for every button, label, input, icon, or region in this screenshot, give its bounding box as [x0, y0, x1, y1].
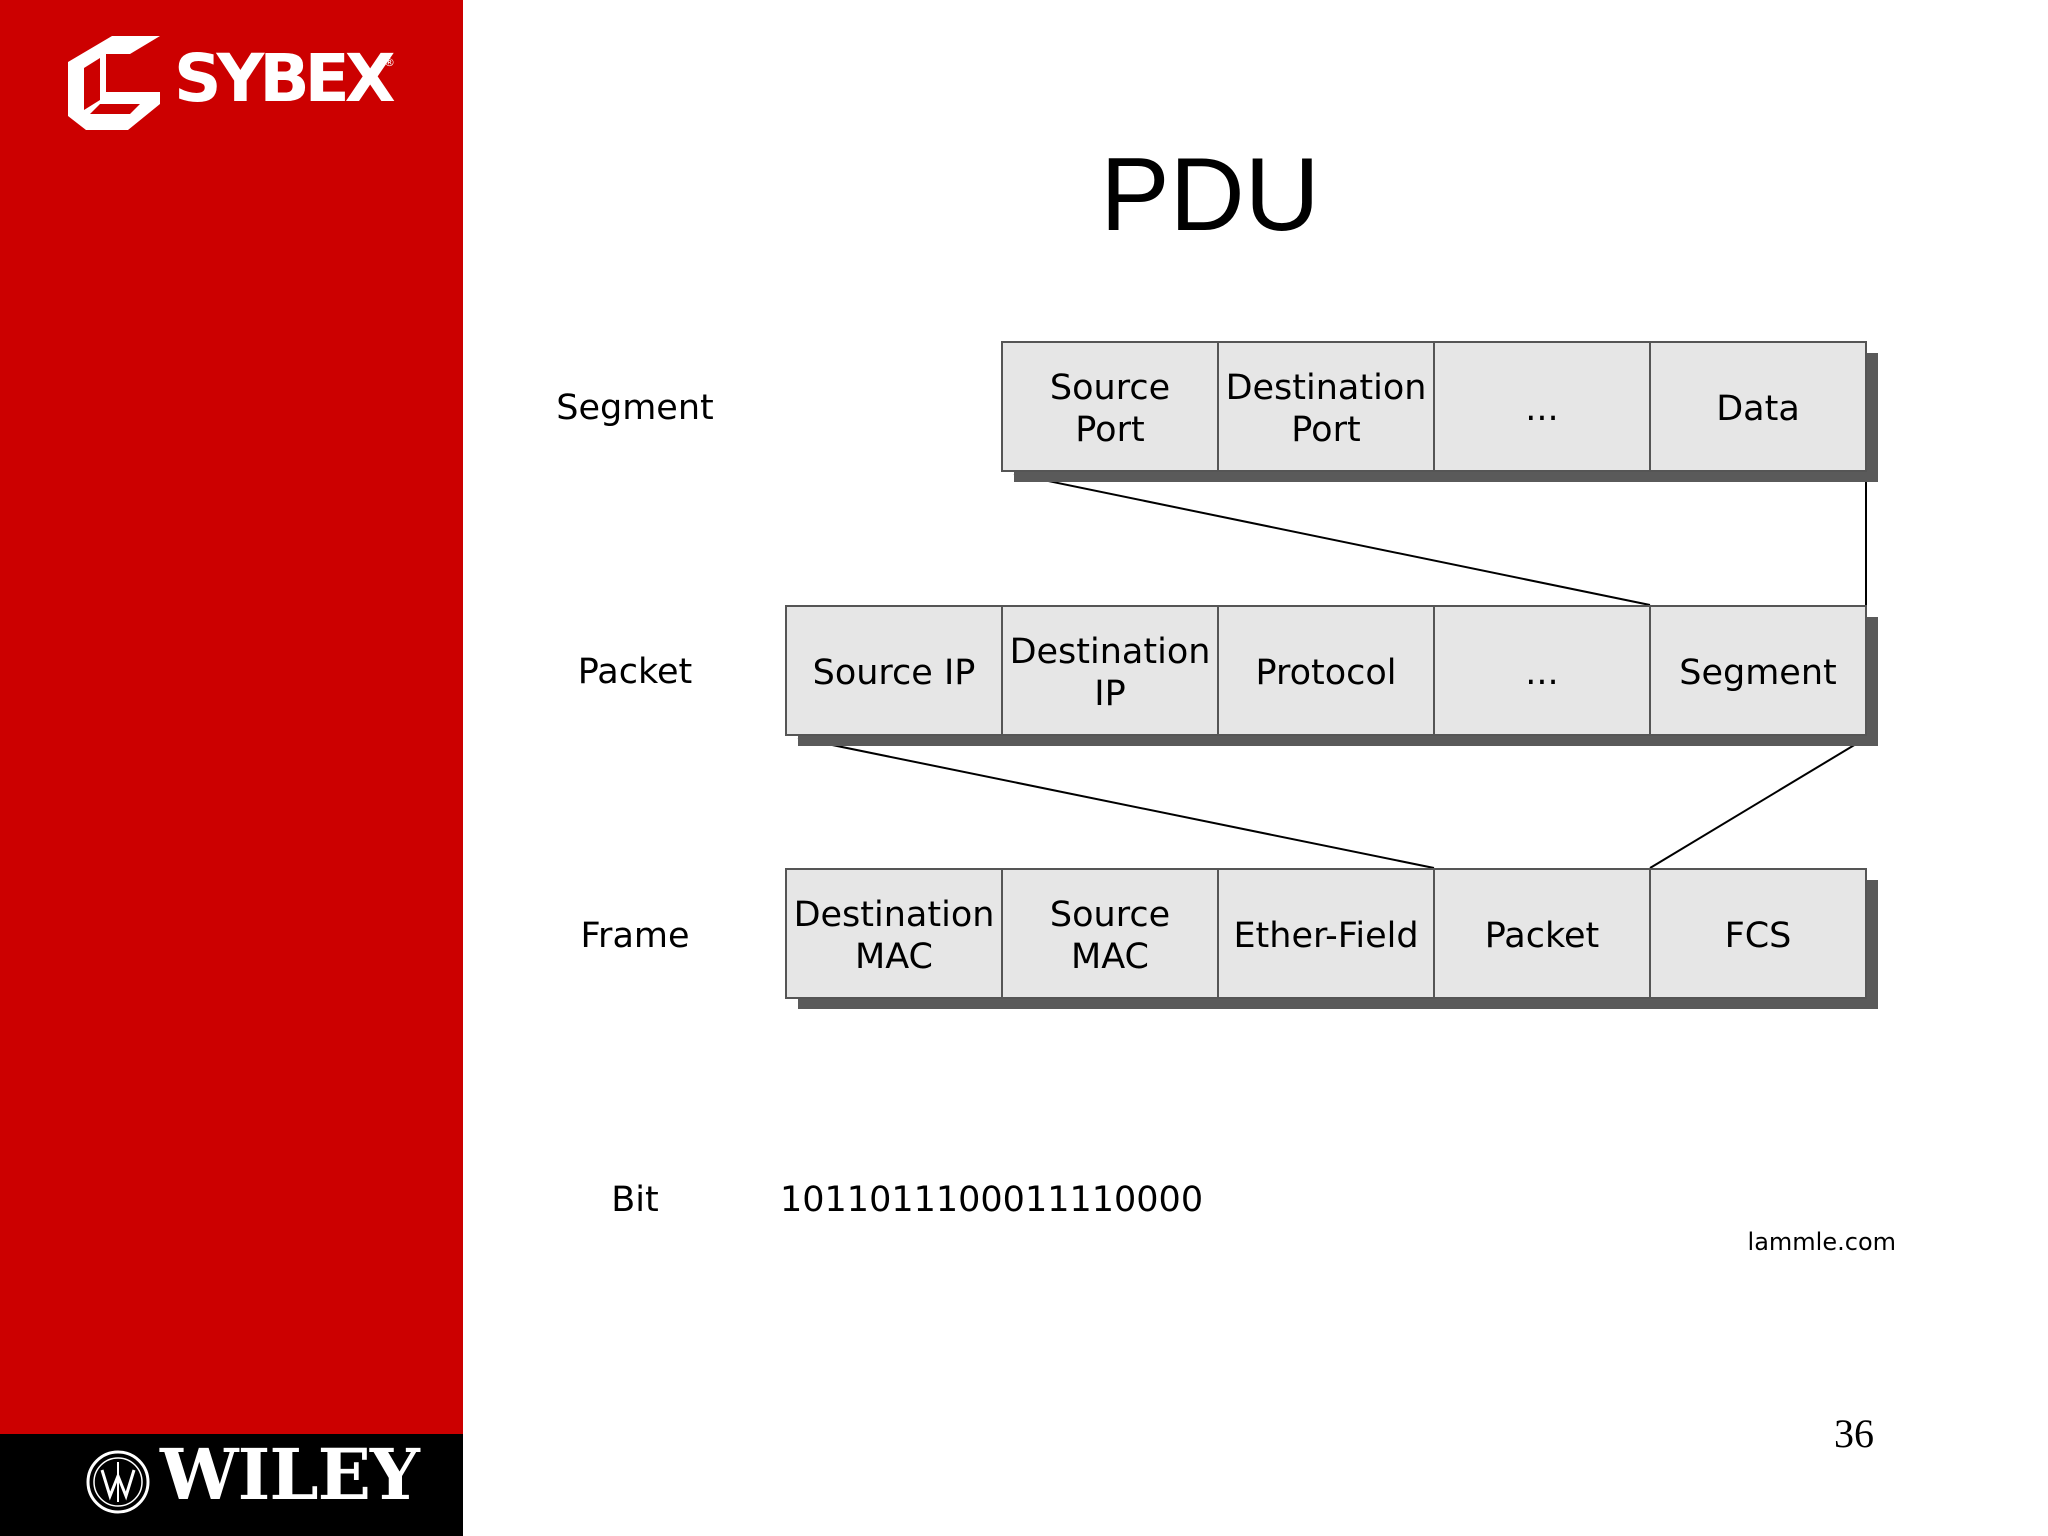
- packet-field-source-ip: Source IP: [785, 605, 1003, 736]
- bit-row: Bit 1011011100011110000: [611, 1180, 1203, 1220]
- field-label: ...: [1525, 653, 1558, 693]
- field-label-line: Port: [1291, 410, 1360, 450]
- packet-field-protocol: Protocol: [1217, 605, 1435, 736]
- source-credit: lammle.com: [1748, 1228, 1896, 1256]
- segment-field-ellipsis: ...: [1433, 341, 1651, 472]
- segment-to-packet-left-line: [1013, 473, 1651, 606]
- layer-label-segment: Segment: [556, 388, 714, 428]
- field-label: Protocol: [1255, 653, 1396, 693]
- field-label: FCS: [1725, 916, 1792, 956]
- field-label: Source IP: [813, 653, 976, 693]
- field-label-line: Source: [1050, 368, 1170, 408]
- sybex-wordmark: SYBEX: [174, 40, 396, 117]
- field-label-line: Destination: [1010, 632, 1211, 672]
- frame-field-packet: Packet: [1433, 868, 1651, 999]
- field-label: Segment: [1679, 653, 1837, 693]
- field-label-line: MAC: [855, 937, 933, 977]
- frame-field-ether-field: Ether-Field: [1217, 868, 1435, 999]
- packet-to-frame-left-line: [797, 737, 1435, 869]
- field-label: ...: [1525, 389, 1558, 429]
- wiley-wordmark: WILEY: [160, 1433, 420, 1516]
- field-label-line: Source: [1050, 895, 1170, 935]
- packet-to-frame-right-line: [1649, 737, 1867, 869]
- field-label-line: IP: [1094, 674, 1125, 714]
- packet-field-ellipsis: ...: [1433, 605, 1651, 736]
- bit-stream: 1011011100011110000: [780, 1180, 1203, 1220]
- layer-label-packet: Packet: [578, 652, 693, 692]
- field-label-line: Destination: [794, 895, 995, 935]
- page-number: 36: [1834, 1411, 1874, 1456]
- red-sidebar: [0, 0, 463, 1434]
- layer-label-frame: Frame: [580, 916, 689, 956]
- wiley-seal-icon: [86, 1450, 150, 1514]
- field-label: Data: [1716, 389, 1800, 429]
- sybex-logo-mark: [68, 36, 160, 130]
- field-label: Packet: [1485, 916, 1600, 956]
- frame-field-fcs: FCS: [1649, 868, 1867, 999]
- field-label: Ether-Field: [1233, 916, 1418, 956]
- field-label-line: Port: [1075, 410, 1144, 450]
- wiley-footer-bar: [0, 1434, 463, 1536]
- slide-title: PDU: [1100, 137, 1320, 253]
- layer-label-bit: Bit: [611, 1180, 658, 1220]
- field-label-line: Destination: [1226, 368, 1427, 408]
- segment-field-data: Data: [1649, 341, 1867, 472]
- packet-field-segment: Segment: [1649, 605, 1867, 736]
- sybex-logo: SYBEX ®: [66, 34, 406, 134]
- registered-mark: ®: [384, 56, 395, 69]
- connector-lines: [797, 473, 1867, 869]
- field-label-line: MAC: [1071, 937, 1149, 977]
